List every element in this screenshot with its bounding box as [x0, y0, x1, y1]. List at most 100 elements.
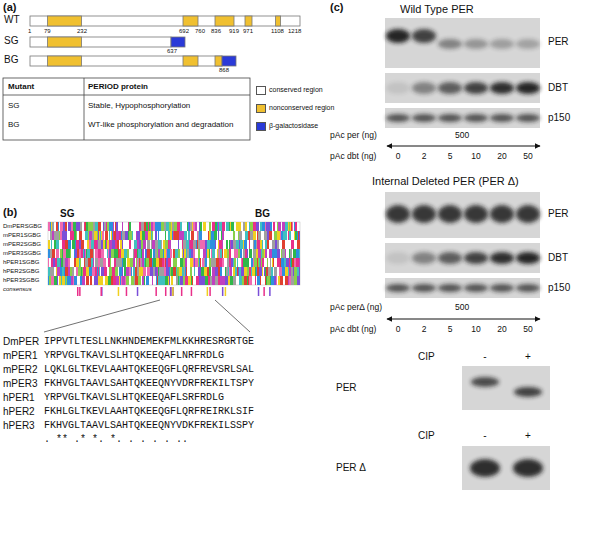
- consensus-tick: [207, 287, 209, 296]
- protein-band: [490, 82, 514, 94]
- residue-stripe: [75, 240, 76, 249]
- residue-stripe: [253, 231, 254, 240]
- residue-stripe: [233, 240, 236, 249]
- residue-stripe: [247, 276, 248, 285]
- residue-stripe: [60, 231, 62, 240]
- residue-stripe: [175, 231, 176, 240]
- residue-stripe: [253, 240, 254, 249]
- residue-stripe: [265, 276, 266, 285]
- residue-stripe: [262, 267, 263, 276]
- residue-stripe: [251, 267, 252, 276]
- residue-stripe: [192, 276, 193, 285]
- residue-stripe: [205, 276, 208, 285]
- residue-stripe: [158, 231, 159, 240]
- residue-stripe: [51, 258, 53, 267]
- residue-stripe: [257, 231, 258, 240]
- consensus-tick: [77, 287, 79, 296]
- residue-stripe: [199, 222, 200, 231]
- residue-stripe: [257, 276, 260, 285]
- residue-stripe: [241, 258, 242, 267]
- protein-band: [438, 114, 462, 122]
- residue-stripe: [80, 222, 82, 231]
- residue-stripe: [137, 249, 138, 258]
- residue-stripe: [222, 240, 223, 249]
- residue-stripe: [86, 222, 88, 231]
- residue-stripe: [229, 267, 230, 276]
- residue-stripe: [50, 222, 51, 231]
- residue-stripe: [180, 276, 183, 285]
- residue-stripe: [155, 249, 157, 258]
- residue-stripe: [167, 249, 170, 258]
- legend-swatch: [256, 122, 266, 131]
- residue-stripe: [57, 267, 60, 276]
- residue-stripe: [143, 267, 146, 276]
- region-marker: BG: [255, 208, 270, 220]
- residue-stripe: [294, 276, 297, 285]
- consensus-tick: [126, 287, 128, 296]
- residue-stripe: [116, 258, 119, 267]
- residue-stripe: [282, 240, 285, 249]
- residue-stripe: [255, 276, 256, 285]
- residue-stripe: [115, 267, 118, 276]
- band-label: PER: [548, 208, 569, 220]
- residue-stripe: [74, 231, 76, 240]
- residue-stripe: [258, 231, 261, 240]
- residue-stripe: [139, 258, 140, 267]
- residue-stripe: [298, 231, 299, 240]
- residue-stripe: [184, 267, 185, 276]
- residue-stripe: [238, 231, 239, 240]
- residue-stripe: [199, 231, 202, 240]
- residue-stripe: [72, 240, 75, 249]
- residue-stripe: [93, 258, 94, 267]
- residue-stripe: [116, 276, 119, 285]
- residue-stripe: [262, 240, 263, 249]
- residue-stripe: [121, 231, 122, 240]
- residue-stripe: [296, 249, 299, 258]
- residue-stripe: [283, 231, 286, 240]
- residue-stripe: [86, 276, 88, 285]
- residue-stripe: [72, 267, 74, 276]
- residue-stripe: [82, 240, 84, 249]
- residue-stripe: [88, 231, 89, 240]
- residue-stripe: [149, 258, 152, 267]
- residue-stripe: [84, 222, 85, 231]
- residue-stripe: [179, 267, 182, 276]
- residue-stripe: [156, 258, 159, 267]
- blot-membrane: [385, 278, 540, 298]
- consensus-tick: [209, 287, 211, 296]
- residue-stripe: [261, 249, 262, 258]
- residue-stripe: [293, 267, 294, 276]
- residue-stripe: [255, 267, 256, 276]
- residue-stripe: [292, 258, 294, 267]
- residue-stripe: [51, 276, 54, 285]
- residue-stripe: [171, 222, 172, 231]
- residue-stripe: [280, 231, 281, 240]
- legend-swatch: [256, 86, 266, 95]
- lane-amount: 0: [396, 152, 401, 162]
- amount-label: 500: [455, 303, 469, 313]
- residue-stripe: [243, 240, 244, 249]
- residue-stripe: [237, 258, 238, 267]
- residue-stripe: [258, 258, 259, 267]
- residue-stripe: [101, 267, 104, 276]
- residue-stripe: [265, 240, 267, 249]
- residue-stripe: [218, 276, 220, 285]
- residue-stripe: [247, 267, 249, 276]
- residue-stripe: [285, 267, 288, 276]
- residue-stripe: [228, 267, 229, 276]
- residue-stripe: [60, 249, 62, 258]
- residue-stripe: [118, 249, 119, 258]
- residue-stripe: [159, 258, 162, 267]
- residue-stripe: [82, 276, 85, 285]
- residue-stripe: [48, 258, 49, 267]
- residue-stripe: [64, 267, 65, 276]
- residue-stripe: [281, 267, 282, 276]
- residue-stripe: [82, 267, 83, 276]
- residue-stripe: [273, 258, 274, 267]
- residue-stripe: [139, 240, 141, 249]
- residue-stripe: [51, 240, 52, 249]
- alignment-row-name: mPER1SGBG: [3, 232, 41, 239]
- protein-band: [412, 114, 436, 122]
- residue-stripe: [94, 222, 95, 231]
- residue-stripe: [83, 249, 84, 258]
